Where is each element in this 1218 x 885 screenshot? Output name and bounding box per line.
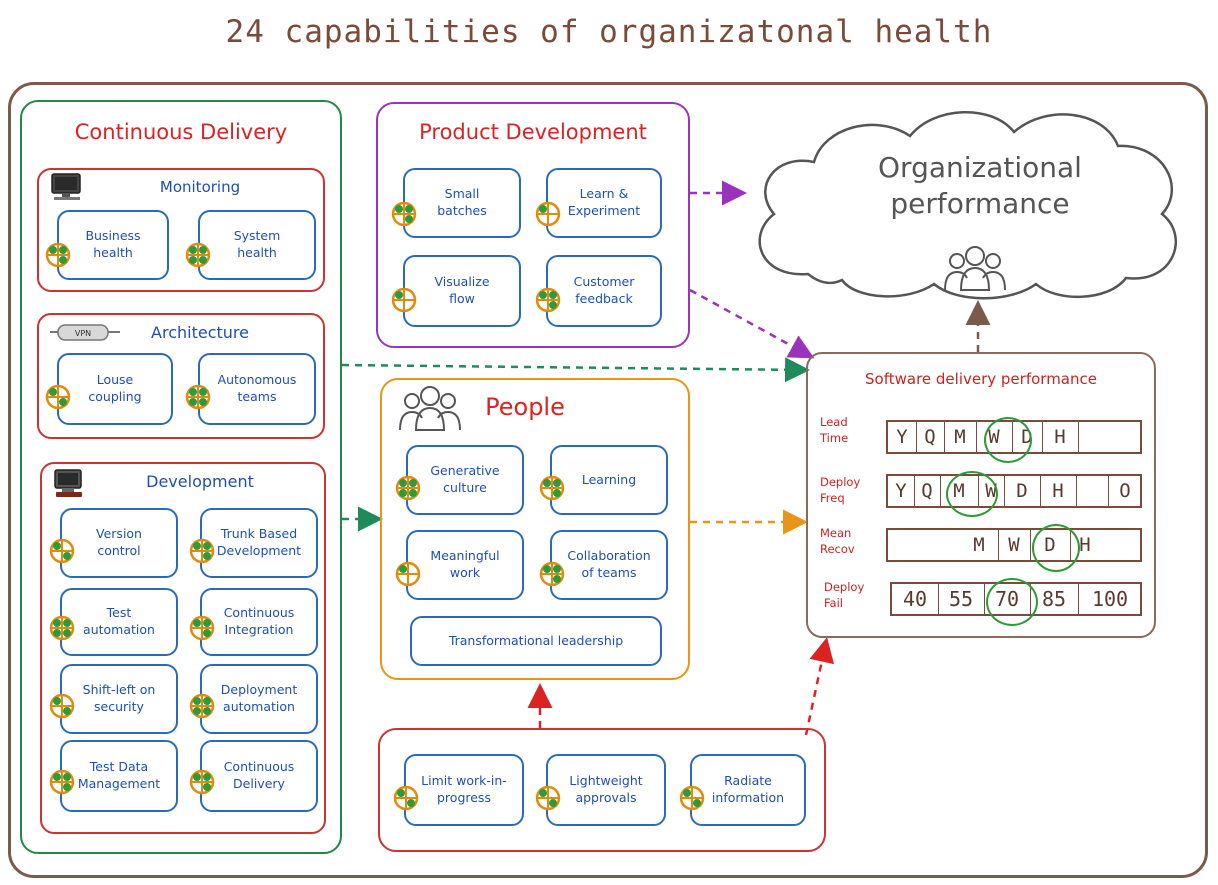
selection-circle [946, 471, 998, 517]
metric-row-deploy-freq: Y Q M W D H O [886, 471, 1142, 517]
capability-continuous-delivery[interactable]: Continuous Delivery [200, 740, 318, 812]
capability-symbol-icon [189, 769, 215, 795]
metric-cell: M [954, 426, 966, 448]
subgroup-title-architecture: Architecture [151, 323, 249, 342]
subgroup-monitoring [37, 168, 325, 292]
capability-limit-wip[interactable]: Limit work-in- progress [404, 754, 524, 826]
capability-transformational-leadership[interactable]: Transformational leadership [410, 616, 662, 666]
metric-cell: H [1079, 534, 1091, 556]
capability-continuous-integration[interactable]: Continuous Integration [200, 588, 318, 656]
metric-cell: 100 [1091, 587, 1129, 611]
capability-test-automation[interactable]: Test automation [60, 588, 178, 656]
metric-row-mean-recov: M W D H [886, 524, 1142, 572]
metric-row-deploy-fail: 40 55 70 85 100 [890, 578, 1142, 626]
capability-lightweight-approvals[interactable]: Lightweight approvals [546, 754, 666, 826]
metric-cell: 40 [902, 587, 928, 611]
capability-symbol-icon [45, 384, 71, 410]
org-performance-title: Organizational performance [878, 151, 1082, 221]
metric-cell: H [1052, 480, 1064, 502]
capability-deployment-automation[interactable]: Deployment automation [200, 664, 318, 734]
group-lean-management [378, 728, 826, 852]
outer-frame [8, 82, 1208, 878]
capability-symbol-icon [189, 693, 215, 719]
metric-cell: Y [895, 480, 907, 502]
capability-symbol-icon [535, 201, 561, 227]
capability-symbol-icon [49, 538, 75, 564]
capability-loose-coupling[interactable]: Louse coupling [57, 353, 173, 425]
group-title-continuous-delivery: Continuous Delivery [74, 120, 288, 144]
arrow-lean-to-sdp [804, 637, 835, 736]
vpn-icon: VPN [50, 324, 120, 341]
metric-cell: 85 [1041, 587, 1067, 611]
svg-text:VPN: VPN [75, 329, 91, 338]
computer-icon [51, 173, 81, 200]
metric-row-lead-time: Y Q M W D H [886, 417, 1142, 463]
capability-symbol-icon [185, 242, 211, 268]
capability-meaningful-work[interactable]: Meaningful work [406, 530, 524, 600]
selection-circle [984, 417, 1032, 463]
arrow-product-to-sdp [689, 288, 815, 359]
metric-cell: Q [921, 480, 933, 502]
subgroup-architecture [37, 313, 325, 439]
subgroup-title-development: Development [146, 472, 254, 491]
group-continuous-delivery [20, 100, 342, 854]
capability-symbol-icon [49, 615, 75, 641]
group-title-product-development: Product Development [419, 120, 647, 144]
capability-symbol-icon [391, 287, 417, 313]
capability-symbol-icon [45, 242, 71, 268]
capability-symbol-icon [535, 287, 561, 313]
group-product-development [376, 102, 690, 348]
computer-icon [54, 469, 82, 497]
group-title-people: People [485, 393, 565, 421]
metric-cell: H [1054, 426, 1066, 448]
selection-circle [986, 578, 1038, 626]
metric-cell: Q [924, 426, 936, 448]
selection-circle [1032, 524, 1080, 572]
capability-symbol-icon [189, 538, 215, 564]
capability-symbol-icon [49, 693, 75, 719]
capability-symbol-icon [49, 769, 75, 795]
people-icon [944, 246, 1006, 291]
subgroup-title-monitoring: Monitoring [159, 178, 241, 196]
capability-symbol-icon [679, 785, 705, 811]
metric-cell: 55 [948, 587, 974, 611]
panel-software-delivery [806, 352, 1156, 638]
capability-symbol-icon [189, 615, 215, 641]
capability-shift-left-security[interactable]: Shift-left on security [60, 664, 178, 734]
cloud-shape [758, 111, 1178, 300]
capability-symbol-icon [393, 785, 419, 811]
metric-cell: W [1008, 534, 1020, 556]
metric-cell: M [973, 534, 985, 556]
capability-symbol-icon [539, 475, 565, 501]
capability-symbol-icon [395, 475, 421, 501]
capability-symbol-icon [395, 561, 421, 587]
capability-customer-feedback[interactable]: Customer feedback [546, 255, 662, 327]
software-delivery-title: Software delivery performance [865, 370, 1097, 388]
subgroup-development [40, 462, 326, 834]
page-title: 24 capabilities of organizatonal health [225, 14, 993, 50]
group-people [380, 378, 690, 680]
capability-symbol-icon [535, 785, 561, 811]
capability-symbol-icon [391, 201, 417, 227]
metric-cell: D [1016, 480, 1028, 502]
people-icon [399, 386, 461, 431]
metric-cell: O [1119, 480, 1131, 502]
capability-symbol-icon [539, 561, 565, 587]
capability-symbol-icon [185, 384, 211, 410]
metric-cell: Y [896, 426, 908, 448]
